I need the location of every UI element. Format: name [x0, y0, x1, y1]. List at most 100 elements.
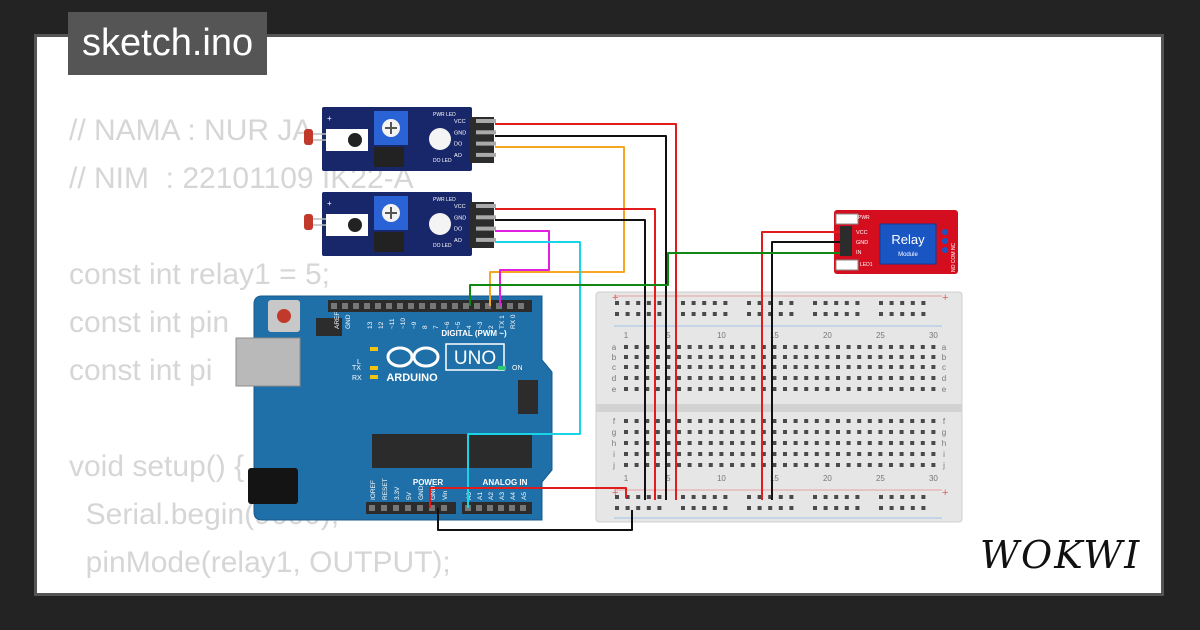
rail-hole[interactable] [823, 312, 828, 316]
breadboard-hole[interactable] [867, 419, 872, 423]
breadboard-hole[interactable] [910, 365, 915, 369]
rail-hole[interactable] [691, 506, 696, 510]
breadboard-hole[interactable] [666, 355, 671, 359]
breadboard-hole[interactable] [814, 355, 819, 359]
breadboard-hole[interactable] [698, 441, 703, 445]
breadboard-hole[interactable] [740, 419, 745, 423]
breadboard-hole[interactable] [889, 387, 893, 391]
breadboard-hole[interactable] [846, 376, 851, 380]
breadboard-hole[interactable] [655, 365, 660, 369]
breadboard-hole[interactable] [666, 419, 671, 423]
breadboard-hole[interactable] [899, 365, 904, 369]
breadboard-hole[interactable] [634, 452, 639, 456]
breadboard-hole[interactable] [825, 430, 830, 434]
breadboard-hole[interactable] [910, 463, 915, 467]
breadboard-hole[interactable] [910, 452, 915, 456]
breadboard-hole[interactable] [910, 345, 915, 349]
breadboard-hole[interactable] [655, 419, 660, 423]
breadboard-hole[interactable] [783, 430, 787, 434]
breadboard-hole[interactable] [645, 387, 650, 391]
rail-hole[interactable] [681, 506, 685, 510]
breadboard-hole[interactable] [825, 365, 830, 369]
breadboard-hole[interactable] [645, 419, 650, 423]
rail-hole[interactable] [900, 312, 905, 316]
breadboard-hole[interactable] [931, 441, 936, 445]
rail-hole[interactable] [844, 301, 849, 305]
breadboard-hole[interactable] [761, 345, 766, 349]
digital-pin[interactable] [474, 303, 480, 309]
breadboard-hole[interactable] [899, 452, 904, 456]
breadboard-hole[interactable] [655, 463, 660, 467]
code-line[interactable]: // NAMA : NUR JA [69, 114, 313, 147]
breadboard-hole[interactable] [878, 355, 883, 359]
analog-pin[interactable] [487, 505, 493, 511]
breadboard-hole[interactable] [740, 376, 745, 380]
breadboard-hole[interactable] [783, 463, 787, 467]
breadboard-hole[interactable] [772, 376, 777, 380]
breadboard-hole[interactable] [931, 345, 936, 349]
breadboard-hole[interactable] [708, 376, 713, 380]
breadboard-hole[interactable] [825, 387, 830, 391]
breadboard-hole[interactable] [793, 365, 798, 369]
breadboard-hole[interactable] [825, 419, 830, 423]
breadboard-hole[interactable] [772, 430, 777, 434]
power-pin[interactable] [417, 505, 423, 511]
breadboard-hole[interactable] [687, 355, 692, 359]
breadboard-hole[interactable] [687, 463, 692, 467]
breadboard-hole[interactable] [878, 387, 883, 391]
rail-hole[interactable] [747, 495, 751, 499]
rail-hole[interactable] [625, 312, 630, 316]
rail-hole[interactable] [778, 506, 783, 510]
breadboard-hole[interactable] [899, 355, 904, 359]
ldr-pin[interactable] [476, 226, 496, 231]
breadboard-hole[interactable] [836, 463, 840, 467]
breadboard-hole[interactable] [814, 365, 819, 369]
power-pin[interactable] [429, 505, 435, 511]
breadboard-hole[interactable] [730, 452, 734, 456]
breadboard-hole[interactable] [730, 419, 734, 423]
rail-hole[interactable] [921, 495, 926, 499]
breadboard-hole[interactable] [836, 365, 840, 369]
code-line[interactable]: const int relay1 = 5; [69, 258, 330, 291]
rail-hole[interactable] [702, 506, 707, 510]
rail-hole[interactable] [702, 301, 707, 305]
breadboard-hole[interactable] [655, 452, 660, 456]
breadboard-hole[interactable] [878, 452, 883, 456]
rail-hole[interactable] [723, 312, 728, 316]
file-title-tab[interactable]: sketch.ino [68, 12, 268, 75]
rail-hole[interactable] [813, 495, 817, 499]
breadboard-hole[interactable] [920, 387, 925, 391]
breadboard-hole[interactable] [878, 463, 883, 467]
rail-hole[interactable] [657, 312, 662, 316]
rail-hole[interactable] [813, 301, 817, 305]
breadboard-hole[interactable] [740, 430, 745, 434]
rail-hole[interactable] [615, 506, 619, 510]
digital-pin[interactable] [507, 303, 513, 309]
wire-ldr1-gnd[interactable] [495, 135, 667, 500]
wire-ldr2-do[interactable] [495, 230, 550, 306]
rail-hole[interactable] [681, 301, 685, 305]
breadboard-hole[interactable] [867, 430, 872, 434]
rail-hole[interactable] [681, 495, 685, 499]
breadboard-hole[interactable] [793, 452, 798, 456]
breadboard-hole[interactable] [804, 430, 809, 434]
breadboard-hole[interactable] [634, 355, 639, 359]
breadboard-hole[interactable] [730, 387, 734, 391]
breadboard-hole[interactable] [804, 387, 809, 391]
breadboard-hole[interactable] [708, 430, 713, 434]
breadboard-hole[interactable] [708, 419, 713, 423]
breadboard-hole[interactable] [836, 430, 840, 434]
breadboard-hole[interactable] [645, 463, 650, 467]
breadboard-hole[interactable] [899, 387, 904, 391]
breadboard-hole[interactable] [931, 355, 936, 359]
breadboard-hole[interactable] [761, 430, 766, 434]
breadboard-hole[interactable] [730, 441, 734, 445]
rail-hole[interactable] [921, 301, 926, 305]
breadboard-hole[interactable] [804, 441, 809, 445]
breadboard-hole[interactable] [899, 430, 904, 434]
breadboard-hole[interactable] [708, 365, 713, 369]
breadboard-hole[interactable] [761, 419, 766, 423]
breadboard-hole[interactable] [920, 441, 925, 445]
